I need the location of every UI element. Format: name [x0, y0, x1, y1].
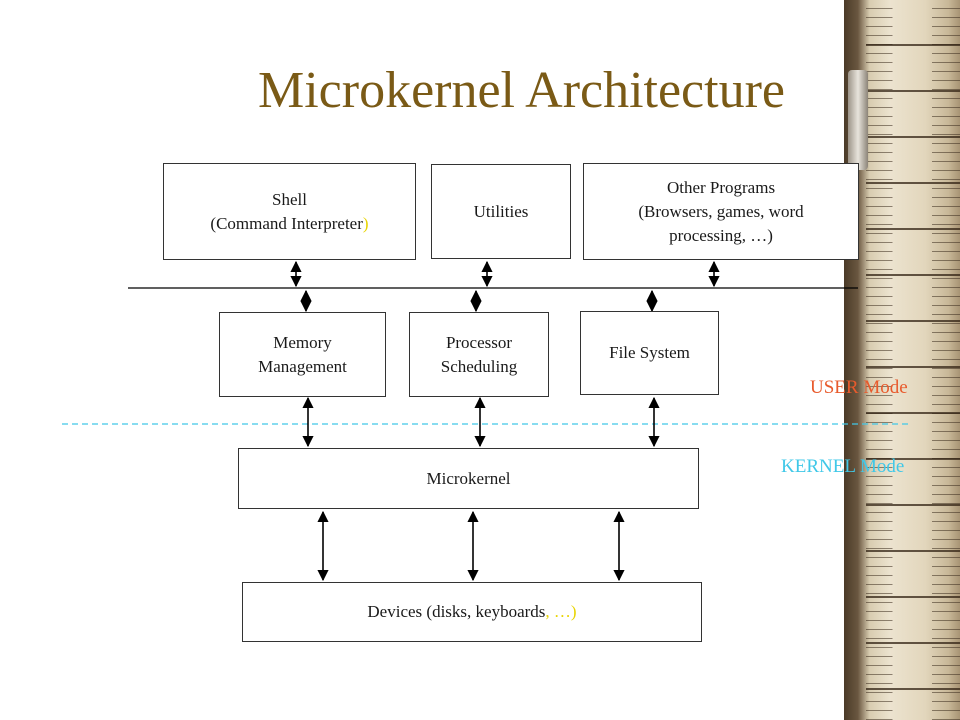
- utilities-box: Utilities: [431, 164, 571, 259]
- processor-label-1: Processor: [445, 332, 513, 352]
- shell-label: Shell: [272, 189, 307, 209]
- devices-label: Devices (disks, keyboards, …): [367, 602, 577, 621]
- file-system-label: File System: [609, 343, 690, 362]
- microkernel-box: Microkernel: [238, 448, 699, 509]
- other-programs-detail-1: (Browsers, games, word: [638, 201, 804, 221]
- utilities-label: Utilities: [473, 201, 529, 221]
- memory-management-box: Memory Management: [219, 312, 386, 397]
- memory-label-2: Management: [258, 356, 347, 376]
- ruler-decoration: [844, 0, 960, 720]
- microkernel-label: Microkernel: [426, 468, 511, 488]
- processor-label-2: Scheduling: [440, 356, 518, 376]
- memory-label-1: Memory: [273, 332, 332, 352]
- kernel-mode-label: KERNEL Mode: [781, 456, 905, 477]
- processor-scheduling-box: Processor Scheduling: [409, 312, 549, 397]
- other-programs-label: Other Programs: [666, 177, 776, 197]
- slide-title: Microkernel Architecture: [258, 62, 785, 119]
- shell-sublabel: (Command Interpreter): [210, 213, 369, 233]
- other-programs-detail-2: processing, …): [669, 225, 773, 245]
- shell-box: Shell (Command Interpreter): [163, 163, 416, 260]
- ruler-clip: [848, 70, 868, 170]
- devices-box: Devices (disks, keyboards, …): [242, 582, 702, 642]
- user-mode-label: USER Mode: [810, 377, 908, 398]
- ruler-major-ticks: [866, 0, 960, 720]
- other-programs-box: Other Programs (Browsers, games, word pr…: [583, 163, 859, 260]
- file-system-box: File System: [580, 311, 719, 395]
